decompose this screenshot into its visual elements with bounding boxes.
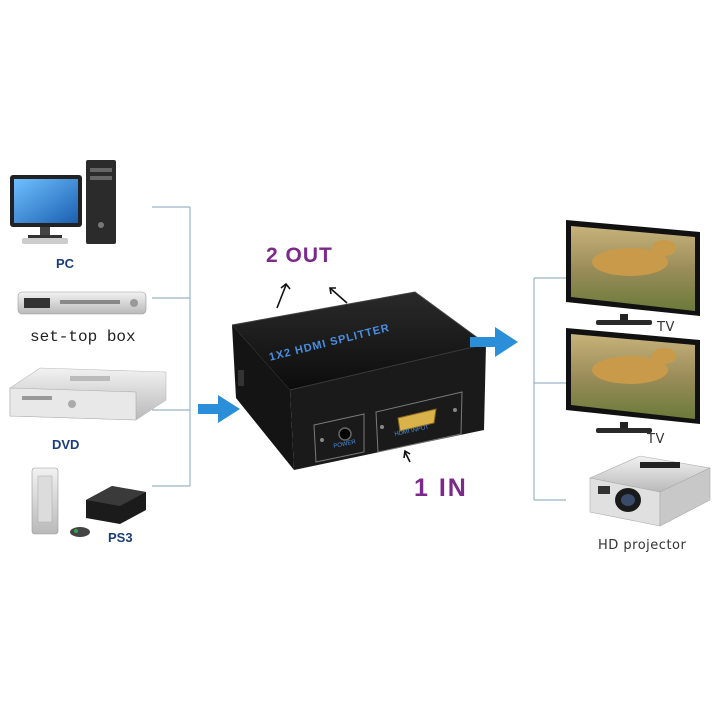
dvd-player-icon — [10, 368, 166, 420]
output-ports-arrows — [277, 284, 347, 308]
input-arrow — [198, 395, 240, 423]
source-label-dvd: DVD — [52, 437, 79, 452]
hdmi-splitter-device — [232, 292, 486, 470]
set-top-box-icon — [18, 292, 146, 314]
tv-icon — [566, 328, 700, 433]
source-connector-lines — [152, 207, 190, 486]
projector-icon — [590, 456, 710, 526]
source-label-ps3: PS3 — [108, 530, 133, 545]
source-label-pc: PC — [56, 256, 74, 271]
source-label-set-top-box: set-top box — [30, 328, 136, 346]
input-port-arrow — [404, 451, 410, 462]
out-annotation: 2 OUT — [266, 244, 333, 268]
output-label-tv-1: TV — [657, 320, 675, 335]
in-annotation: 1 IN — [414, 474, 468, 503]
tv-icon — [566, 220, 700, 325]
game-console-icon — [32, 468, 146, 537]
pc-icon — [10, 160, 116, 244]
output-label-tv-2: TV — [647, 432, 665, 447]
output-connector-lines — [534, 278, 566, 500]
output-label-projector: HD projector — [598, 538, 686, 553]
